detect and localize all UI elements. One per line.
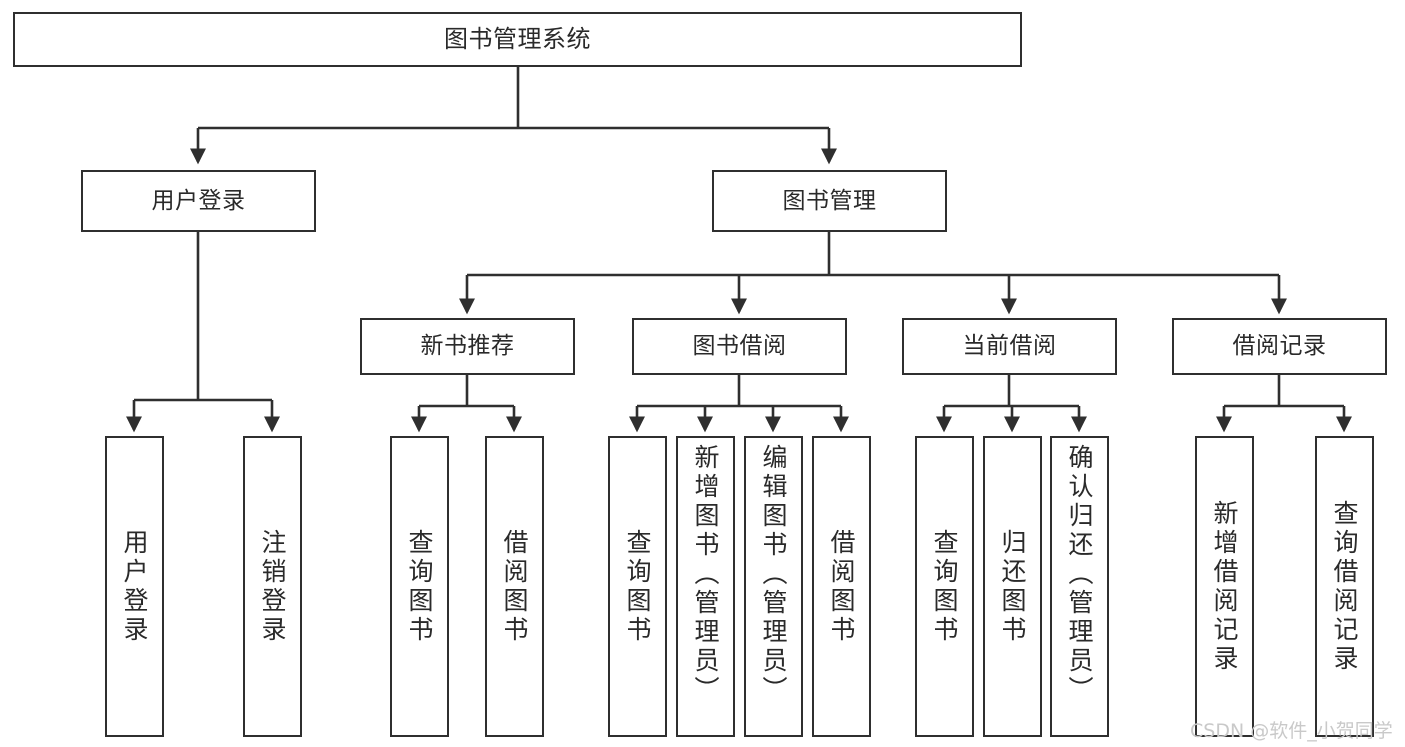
node-user-login[interactable]: 用户登录 xyxy=(81,170,316,232)
leaf-new-book-query-book[interactable]: 查询图书 xyxy=(390,436,449,737)
leaf-new-book-borrow-book[interactable]: 借阅图书 xyxy=(485,436,544,737)
node-label: 借阅图书 xyxy=(500,528,529,645)
node-label: 用户登录 xyxy=(151,187,246,214)
csdn-watermark: CSDN @软件_小贺同学 xyxy=(1190,720,1393,742)
node-label: 查询图书 xyxy=(405,528,434,645)
leaf-book-borrow-borrow-book[interactable]: 借阅图书 xyxy=(812,436,871,737)
node-label: 用户登录 xyxy=(120,528,149,645)
node-borrow-record[interactable]: 借阅记录 xyxy=(1172,318,1387,375)
node-book-management[interactable]: 图书管理 xyxy=(712,170,947,232)
leaf-current-borrow-return-book[interactable]: 归还图书 xyxy=(983,436,1042,737)
node-label: 图书管理 xyxy=(782,187,877,214)
node-label: 图书管理系统 xyxy=(444,24,591,53)
node-label: 借阅图书 xyxy=(827,528,856,645)
node-label: 查询借阅记录 xyxy=(1330,499,1359,674)
node-label: 新书推荐 xyxy=(420,333,515,360)
leaf-borrow-record-add-record[interactable]: 新增借阅记录 xyxy=(1195,436,1254,737)
node-label: 借阅记录 xyxy=(1232,333,1327,360)
leaf-book-borrow-query-book[interactable]: 查询图书 xyxy=(608,436,667,737)
node-label: 图书借阅 xyxy=(692,333,787,360)
leaf-current-borrow-query-book[interactable]: 查询图书 xyxy=(915,436,974,737)
node-book-borrow[interactable]: 图书借阅 xyxy=(632,318,847,375)
node-label: 查询图书 xyxy=(930,528,959,645)
leaf-borrow-record-query-record[interactable]: 查询借阅记录 xyxy=(1315,436,1374,737)
node-new-book-recommend[interactable]: 新书推荐 xyxy=(360,318,575,375)
node-label: 新增图书（管理员） xyxy=(691,444,720,705)
node-root-book-management-system[interactable]: 图书管理系统 xyxy=(13,12,1022,67)
leaf-user-login-login[interactable]: 用户登录 xyxy=(105,436,164,737)
node-label: 查询图书 xyxy=(623,528,652,645)
node-label: 确认归还（管理员） xyxy=(1065,444,1094,705)
leaf-book-borrow-add-book-admin[interactable]: 新增图书（管理员） xyxy=(676,436,735,737)
leaf-book-borrow-edit-book-admin[interactable]: 编辑图书（管理员） xyxy=(744,436,803,737)
node-label: 当前借阅 xyxy=(962,333,1057,360)
node-label: 编辑图书（管理员） xyxy=(759,444,788,705)
node-label: 注销登录 xyxy=(258,528,287,645)
node-current-borrow[interactable]: 当前借阅 xyxy=(902,318,1117,375)
node-label: 新增借阅记录 xyxy=(1210,499,1239,674)
leaf-current-borrow-confirm-return-admin[interactable]: 确认归还（管理员） xyxy=(1050,436,1109,737)
node-label: 归还图书 xyxy=(998,528,1027,645)
leaf-user-login-logout[interactable]: 注销登录 xyxy=(243,436,302,737)
